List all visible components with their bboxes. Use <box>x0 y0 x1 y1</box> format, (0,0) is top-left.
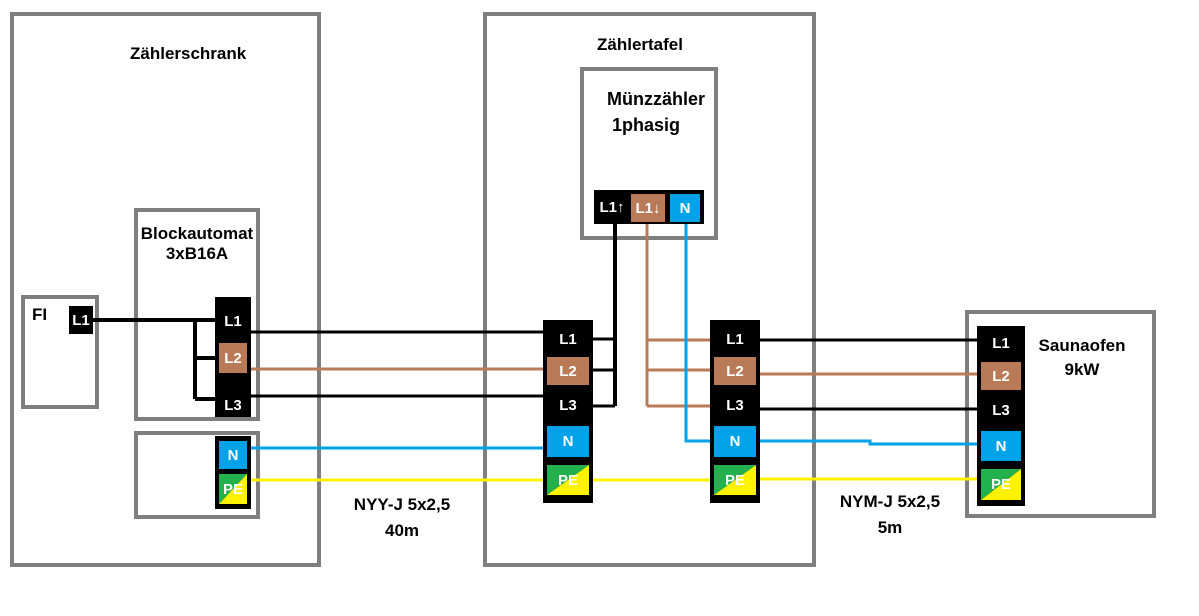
saunaofen-n: N <box>981 431 1021 461</box>
fi-terminal-l1-label: L1 <box>72 311 90 329</box>
wire-nym-n <box>760 439 977 446</box>
saunaofen-pe-label: PE <box>990 476 1011 493</box>
saunaofen-l1: L1 <box>977 328 1025 358</box>
saunaofen-l2-label: L2 <box>992 367 1010 385</box>
right-block-l2: L2 <box>714 357 756 385</box>
saunaofen-l2: L2 <box>981 362 1021 390</box>
right-block-n: N <box>714 426 756 457</box>
schrank-pe-terminal: PE <box>219 474 247 504</box>
right-block-l3: L3 <box>710 390 760 420</box>
left-block-l2: L2 <box>547 357 589 385</box>
left-block-l3: L3 <box>543 390 593 420</box>
cable-1-label: NYY-J 5x2,5 40m <box>332 492 472 544</box>
muenzzaehler-l1-in: L1↑ <box>594 192 630 222</box>
left-block-pe-label: PE <box>557 471 578 489</box>
blockautomat-label-line1: Blockautomat <box>140 224 254 243</box>
blockautomat-l1: L1 <box>215 306 251 336</box>
pe-stripe-icon <box>714 465 756 495</box>
left-block-l1: L1 <box>543 324 593 354</box>
blockautomat-l2: L2 <box>219 343 247 373</box>
cable-2-length: 5m <box>877 518 903 537</box>
saunaofen-label-line1: Saunaofen <box>1038 336 1126 355</box>
pe-stripe-icon <box>219 474 247 504</box>
right-block-n-label: N <box>729 433 741 450</box>
muenzzaehler-l1-in-label: L1↑ <box>599 198 625 216</box>
blockautomat-label: Blockautomat 3xB16A <box>134 224 260 264</box>
left-block-l3-label: L3 <box>559 396 577 414</box>
fi-terminal-l1: L1 <box>69 306 93 334</box>
muenzzaehler-label: Münzzähler 1phasig <box>584 86 718 138</box>
muenzzaehler-n-label: N <box>679 199 691 217</box>
saunaofen-n-label: N <box>995 437 1007 455</box>
blockautomat-l3-label: L3 <box>224 396 242 414</box>
right-block-l2-label: L2 <box>726 362 744 380</box>
blockautomat-label-line2: 3xB16A <box>165 244 229 263</box>
saunaofen-pe: PE <box>981 469 1021 500</box>
zaehlerschrank-title: Zählerschrank <box>130 44 247 63</box>
blockautomat-l3: L3 <box>215 392 251 418</box>
saunaofen-label: Saunaofen 9kW <box>1026 334 1138 382</box>
cable-1-type: NYY-J 5x2,5 <box>353 495 451 514</box>
blockautomat-l2-label: L2 <box>224 349 242 367</box>
muenzzaehler-n: N <box>670 194 700 222</box>
schrank-n-terminal: N <box>219 441 247 469</box>
saunaofen-l1-label: L1 <box>992 334 1010 352</box>
fi-label: FI <box>32 305 48 324</box>
cable-2-label: NYM-J 5x2,5 5m <box>820 489 960 541</box>
saunaofen-label-line2: 9kW <box>1064 360 1100 379</box>
muenzzaehler-l1-out: L1↓ <box>631 194 665 222</box>
left-block-l2-label: L2 <box>559 362 577 380</box>
right-block-pe: PE <box>714 465 756 495</box>
right-block-l1-label: L1 <box>726 330 744 348</box>
left-block-n-label: N <box>562 433 574 450</box>
right-block-pe-label: PE <box>724 471 745 489</box>
left-block-pe: PE <box>547 465 589 495</box>
schrank-n-label: N <box>227 446 239 464</box>
wire-meter-n <box>684 224 712 443</box>
muenzzaehler-label-line2: 1phasig <box>611 115 681 135</box>
cable-1-length: 40m <box>384 521 420 540</box>
saunaofen-l3: L3 <box>977 395 1025 425</box>
left-block-n: N <box>547 426 589 457</box>
pe-stripe-icon <box>547 465 589 495</box>
muenzzaehler-label-line1: Münzzähler <box>606 89 705 109</box>
left-block-l1-label: L1 <box>559 330 577 348</box>
muenzzaehler-l1-out-label: L1↓ <box>635 199 661 217</box>
schrank-pe-label: PE <box>222 480 243 498</box>
pe-stripe-icon <box>981 469 1021 500</box>
right-block-l3-label: L3 <box>726 396 744 414</box>
saunaofen-l3-label: L3 <box>992 401 1010 419</box>
cable-2-type: NYM-J 5x2,5 <box>839 492 941 511</box>
zaehlertafel-title: Zählertafel <box>597 35 683 54</box>
right-block-l1: L1 <box>710 324 760 354</box>
blockautomat-l1-label: L1 <box>224 312 242 330</box>
